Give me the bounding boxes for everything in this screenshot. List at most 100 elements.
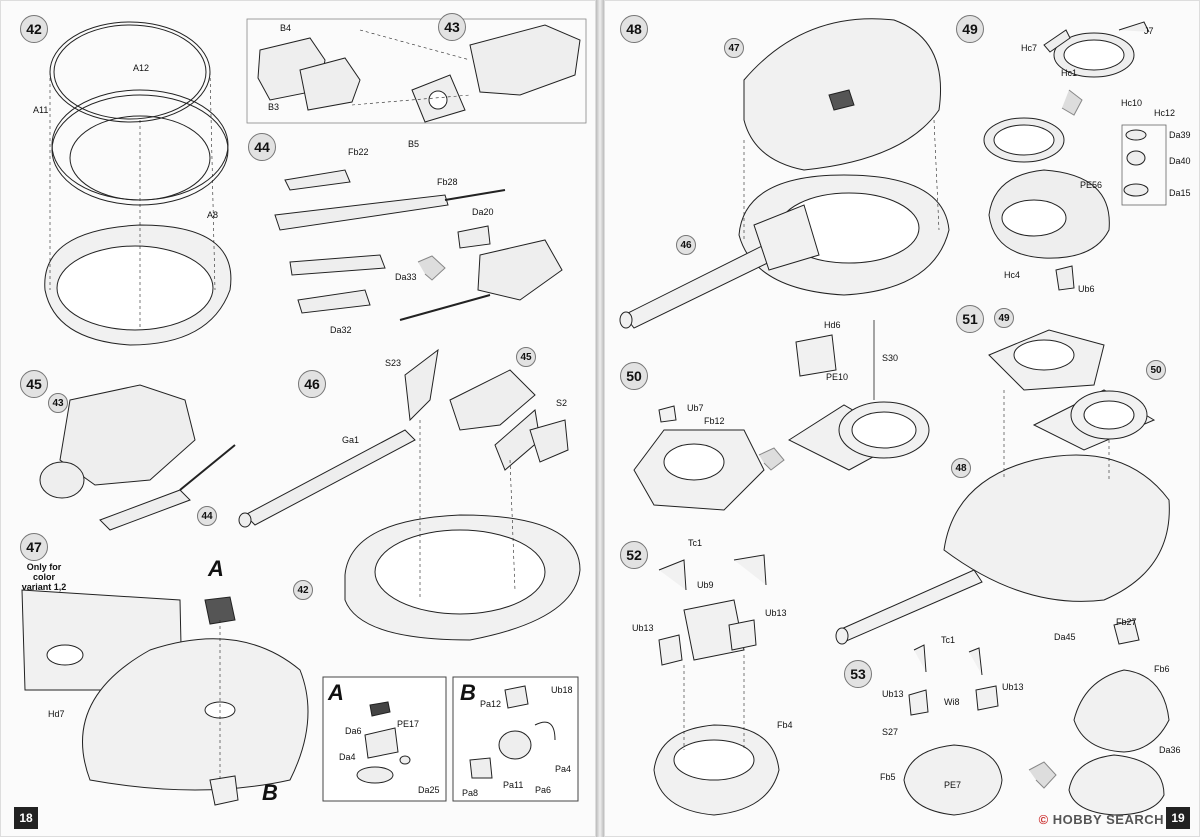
part-label: Fb4 — [777, 720, 793, 730]
left-page-illustrations — [21, 18, 587, 806]
step-reference: 50 — [1146, 360, 1166, 380]
part-label: Ub13 — [765, 608, 787, 618]
step-number: 53 — [844, 660, 872, 688]
watermark: © HOBBY SEARCH — [1038, 812, 1164, 827]
step-number: 43 — [438, 13, 466, 41]
callout-label: A — [208, 556, 224, 581]
turret-ring-drawing — [44, 21, 232, 346]
loader-hatch-parts — [903, 619, 1170, 816]
step-reference: 45 — [516, 347, 536, 367]
gun-breech-parts — [257, 24, 581, 123]
part-label: Ub13 — [632, 623, 654, 633]
turret-shell-drawing — [21, 589, 309, 806]
part-label: PE56 — [1080, 180, 1103, 190]
step-number: 45 — [20, 370, 48, 398]
right-page-illustrations — [619, 18, 1170, 816]
part-label: Da20 — [472, 207, 494, 217]
part-label: J7 — [1144, 26, 1154, 36]
part-label: Hc4 — [1004, 270, 1021, 280]
step-reference: 48 — [951, 458, 971, 478]
part-label: Hc1 — [1061, 68, 1078, 78]
part-label: Da33 — [395, 272, 417, 282]
part-label: A8 — [207, 210, 219, 220]
cupola-ring-assembly — [983, 21, 1150, 291]
part-label: S23 — [385, 358, 402, 368]
part-label: PE17 — [397, 719, 420, 729]
part-label: Hd7 — [48, 709, 65, 719]
part-label: Pa11 — [503, 780, 524, 790]
step-number: 49 — [956, 15, 984, 43]
part-label: B4 — [280, 23, 292, 33]
part-label: S27 — [882, 727, 899, 737]
part-label: Tc1 — [941, 635, 956, 645]
part-label: Da6 — [345, 726, 362, 736]
part-label: Pa4 — [555, 764, 572, 774]
part-label: Hc7 — [1021, 43, 1038, 53]
turret-final-assembly — [835, 329, 1170, 645]
part-label: Ga1 — [342, 435, 360, 445]
page-number: 19 — [1166, 807, 1190, 829]
step-reference: 47 — [724, 38, 744, 58]
part-label: Tc1 — [688, 538, 703, 548]
part-label: Ub7 — [687, 403, 704, 413]
instruction-page-right: 48 49 50 51 52 53 47 46 49 50 48 J7 Hc7 … — [604, 0, 1200, 837]
commander-hatch-parts — [653, 554, 780, 816]
part-label: Da15 — [1169, 188, 1191, 198]
cupola-subparts — [356, 685, 556, 784]
mantlet-assembly — [39, 384, 236, 531]
part-label: Ub9 — [697, 580, 714, 590]
page-number: 18 — [14, 807, 38, 829]
part-label: Ub13 — [1002, 682, 1024, 692]
part-label: Ub6 — [1078, 284, 1095, 294]
part-label: A12 — [133, 63, 150, 73]
instruction-page-left: 42 43 44 45 46 47 43 44 45 42 A12 A11 A8… — [0, 0, 596, 837]
gun-barrel-and-ring — [238, 348, 581, 641]
part-label: Da32 — [330, 325, 352, 335]
step-reference: 42 — [293, 580, 313, 600]
part-label: Da45 — [1054, 632, 1076, 642]
part-label: S30 — [882, 353, 899, 363]
part-label: PE7 — [944, 780, 962, 790]
detail-box-label: A — [328, 680, 344, 705]
step-reference: 46 — [676, 235, 696, 255]
part-label: Fb27 — [1116, 617, 1137, 627]
turret-top-and-hull — [619, 18, 950, 329]
step-reference: 43 — [48, 393, 68, 413]
part-label: Hc12 — [1154, 108, 1176, 118]
step-reference: 49 — [994, 308, 1014, 328]
step-number: 50 — [620, 362, 648, 390]
page-gutter — [596, 0, 604, 837]
part-label: A11 — [33, 105, 49, 115]
step-number: 42 — [20, 15, 48, 43]
part-label: Da40 — [1169, 156, 1191, 166]
hatch-assembly — [633, 334, 930, 511]
part-label: Da36 — [1159, 745, 1181, 755]
step-number: 46 — [298, 370, 326, 398]
part-label: S2 — [556, 398, 568, 408]
step-number: 52 — [620, 541, 648, 569]
part-label: Da25 — [418, 785, 440, 795]
detail-box-label: B — [460, 680, 476, 705]
part-label: Da4 — [339, 752, 356, 762]
part-label: Da39 — [1169, 130, 1191, 140]
part-label: Fb28 — [437, 177, 458, 187]
part-label: Hd6 — [824, 320, 841, 330]
part-label: Fb5 — [880, 772, 896, 782]
part-label: Pa12 — [480, 699, 502, 709]
step-number: 44 — [248, 133, 276, 161]
part-label: Fb22 — [348, 147, 369, 157]
callout-label: B — [262, 780, 278, 805]
step-reference: 44 — [197, 506, 217, 526]
step-number: 47 — [20, 533, 48, 561]
part-label: Wi8 — [944, 697, 960, 707]
coaxial-mg-parts — [274, 169, 563, 321]
part-label: Fb6 — [1154, 664, 1170, 674]
part-label: B5 — [408, 139, 420, 149]
part-label: Pa6 — [535, 785, 552, 795]
part-label: B3 — [268, 102, 280, 112]
part-label: Hc10 — [1121, 98, 1143, 108]
part-label: Ub18 — [551, 685, 573, 695]
part-label: Ub13 — [882, 689, 904, 699]
step-number: 51 — [956, 305, 984, 333]
part-label: Pa8 — [462, 788, 479, 798]
